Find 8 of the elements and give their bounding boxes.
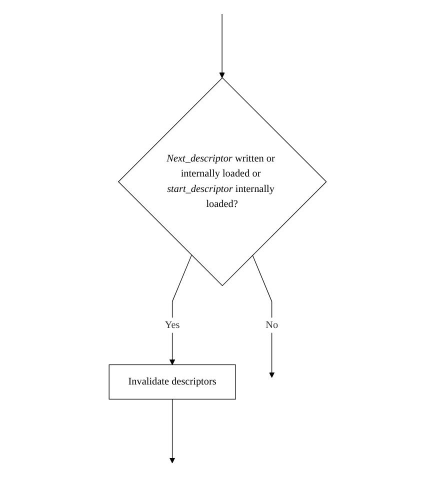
arrow xyxy=(170,398,176,464)
arrow xyxy=(252,254,275,378)
arrow xyxy=(170,254,192,365)
edge-label: No xyxy=(266,318,278,333)
arrow xyxy=(220,14,226,78)
decision-diamond: Next_descriptor written or internally loaded or start_descriptor internally loaded? xyxy=(118,77,328,286)
edge-label: Yes xyxy=(165,318,180,333)
process-box: Invalidate descriptors xyxy=(109,364,236,400)
